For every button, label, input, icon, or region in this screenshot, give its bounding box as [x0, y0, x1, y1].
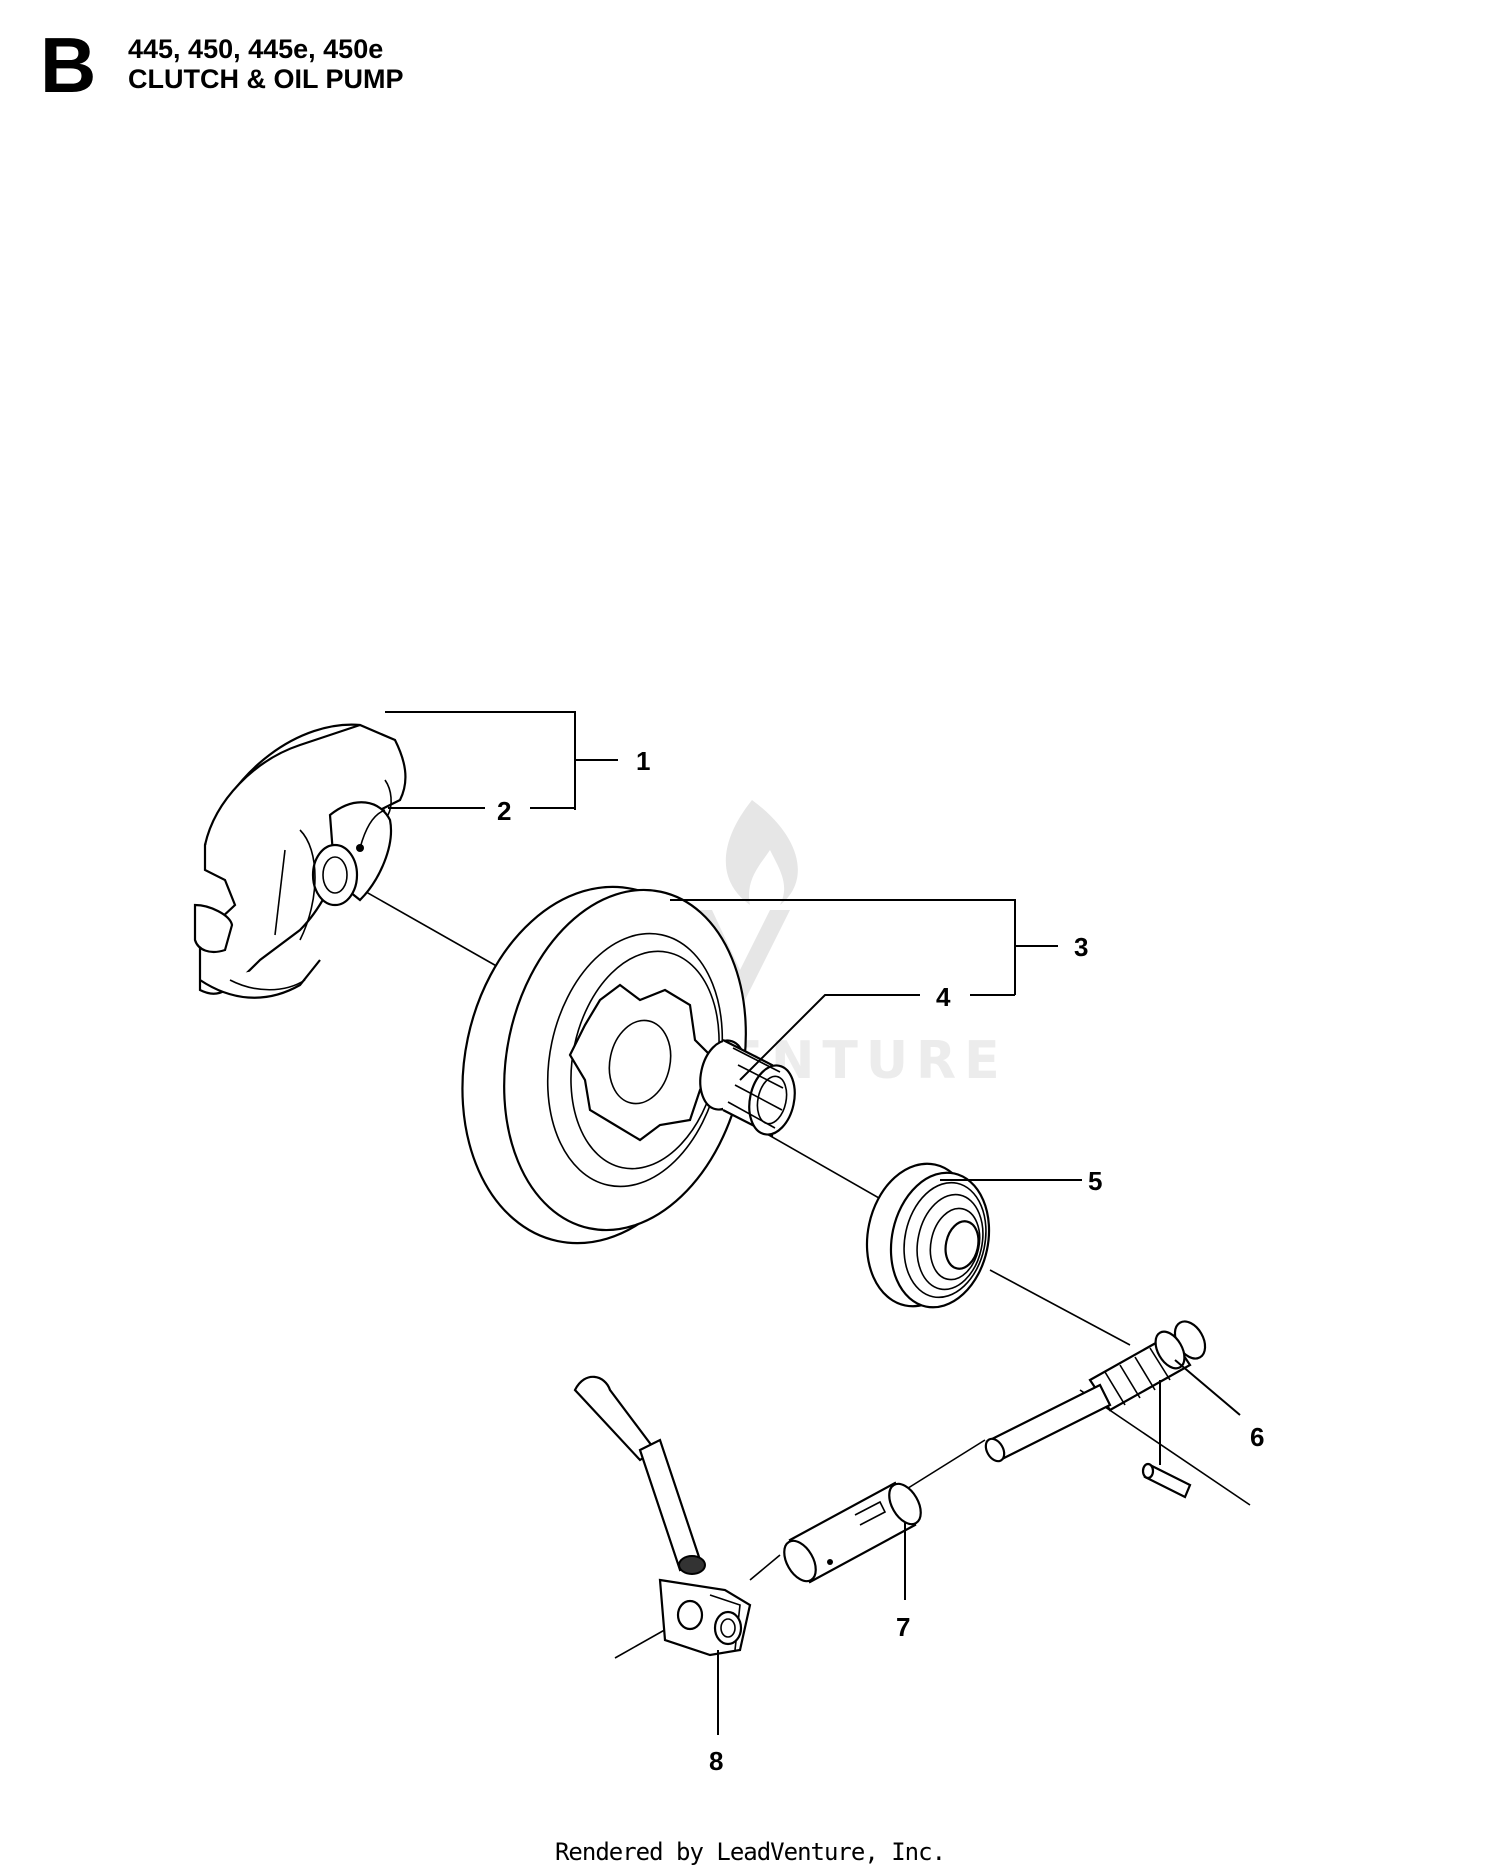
callout-7: 7 — [896, 1612, 910, 1642]
callout-4: 4 — [936, 982, 951, 1012]
pump-shaft[interactable] — [982, 1316, 1211, 1499]
callout-3: 3 — [1074, 932, 1088, 962]
render-credit: Rendered by LeadVenture, Inc. — [554, 1838, 946, 1866]
diagram-header: B 445, 450, 445e, 450e CLUTCH & OIL PUMP — [40, 26, 640, 110]
oil-pump-lever[interactable] — [573, 1375, 752, 1657]
clutch-drum[interactable] — [430, 862, 776, 1268]
clutch-assembly[interactable] — [193, 723, 407, 999]
callout-labels: 1 2 3 4 5 6 7 8 — [497, 746, 1264, 1776]
callout-1: 1 — [636, 746, 650, 776]
callout-5: 5 — [1088, 1166, 1102, 1196]
leader-lines — [385, 711, 1241, 1735]
callout-8: 8 — [709, 1746, 723, 1776]
callout-6: 6 — [1250, 1422, 1264, 1452]
model-list: 445, 450, 445e, 450e — [128, 34, 384, 64]
callout-2: 2 — [497, 796, 511, 826]
needle-bearing[interactable] — [694, 1036, 801, 1139]
section-title: CLUTCH & OIL PUMP — [128, 64, 404, 94]
section-letter: B — [40, 21, 97, 109]
worm-gear[interactable] — [854, 1154, 1001, 1317]
pump-piston[interactable] — [778, 1478, 928, 1586]
